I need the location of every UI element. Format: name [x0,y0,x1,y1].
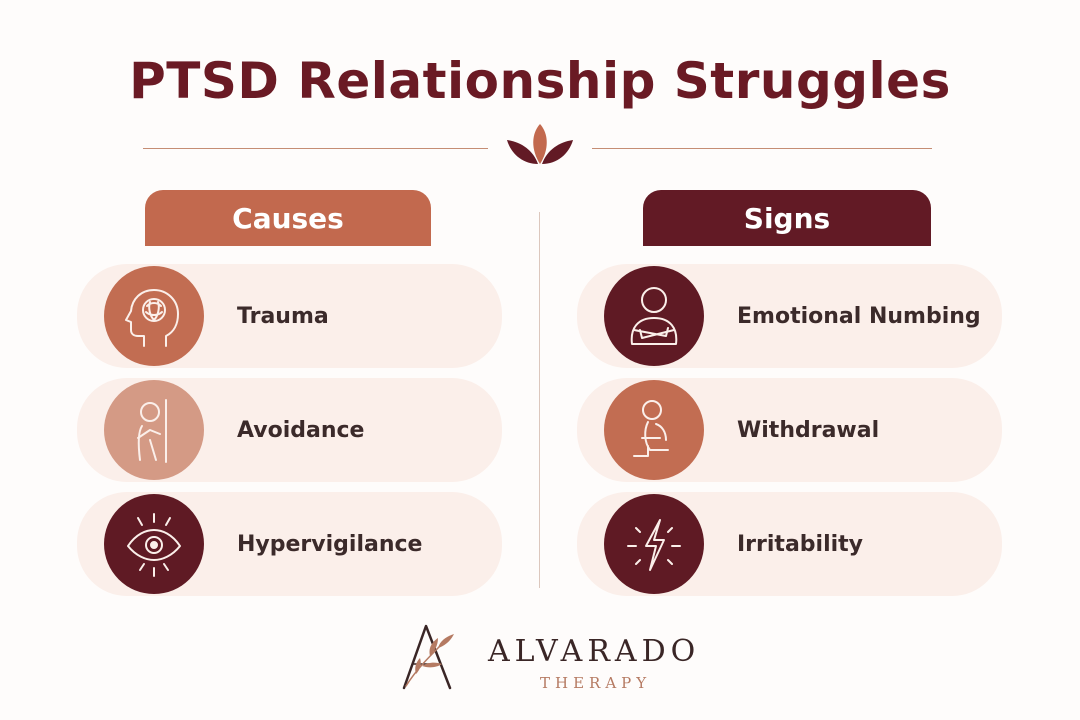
title-divider-left [143,148,488,149]
person-hugging-knees-icon [604,380,704,480]
person-behind-wall-icon [104,380,204,480]
cause-label: Avoidance [237,417,365,443]
cause-label: Trauma [237,303,329,329]
eye-icon [104,494,204,594]
page-title: PTSD Relationship Struggles [129,52,951,110]
logo-name: ALVARADO [488,634,701,669]
sign-label: Irritability [737,531,864,557]
lotus-icon [507,124,573,164]
cause-card-avoidance: Avoidance [77,378,502,482]
sign-card-withdrawal: Withdrawal [577,378,1002,482]
causes-header: Causes [145,190,431,246]
sign-label: Withdrawal [737,417,880,443]
sign-label: Emotional Numbing [737,303,981,329]
cause-card-hypervigilance: Hypervigilance [77,492,502,596]
brain-head-icon [104,266,204,366]
lightning-bolt-icon [604,494,704,594]
column-divider [539,212,540,588]
signs-header: Signs [643,190,931,246]
sign-card-emotional-numbing: Emotional Numbing [577,264,1002,368]
cause-label: Hypervigilance [237,531,423,557]
cause-card-trauma: Trauma [77,264,502,368]
person-arms-crossed-icon [604,266,704,366]
logo-subtitle: THERAPY [540,674,652,692]
sign-card-irritability: Irritability [577,492,1002,596]
title-divider-right [592,148,932,149]
logo-mark-icon [402,624,454,690]
